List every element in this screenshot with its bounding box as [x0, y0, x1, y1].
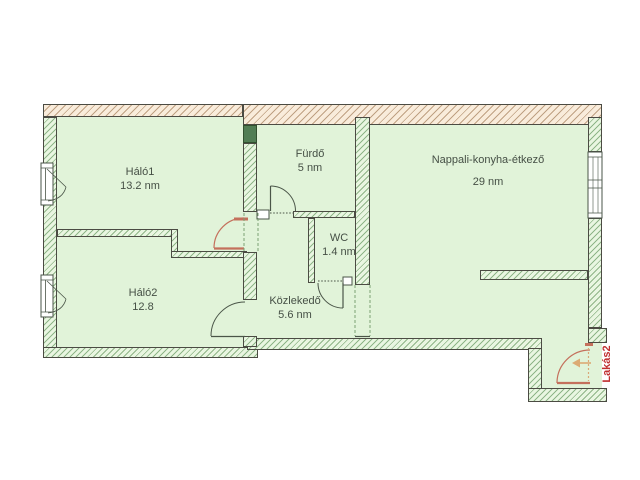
room-label-wc: WC 1.4 nm — [322, 231, 356, 259]
room-name: Háló2 — [128, 287, 158, 299]
wall-east-upper — [588, 117, 602, 152]
wall-nappali-stub — [480, 270, 588, 280]
wall-halo1-halo2-right — [171, 251, 247, 258]
room-label-furdo: Fürdő 5 nm — [296, 147, 325, 175]
wall-furdo-nappali — [355, 117, 370, 285]
room-name: Háló1 — [125, 166, 155, 178]
room-area: 1.4 nm — [322, 246, 356, 258]
wall-west — [43, 117, 57, 358]
exterior-wall-top-right — [243, 104, 602, 125]
room-area: 5 nm — [297, 162, 323, 174]
room-label-kozlekedo: Közlekedő 5.6 nm — [269, 294, 320, 322]
wall-east-above-entrance — [588, 328, 607, 343]
wall-halo2-kozlekedo-lower — [243, 336, 257, 347]
apartment-label: Lakás2 — [601, 345, 613, 383]
wall-east-mid — [588, 218, 602, 328]
room-name: Nappali-konyha-étkező — [431, 154, 545, 166]
wall-halo2-kozlekedo-upper — [243, 252, 257, 300]
room-label-nappali: Nappali-konyha-étkező 29 nm — [432, 153, 545, 189]
room-area: 29 nm — [472, 176, 504, 188]
exterior-wall-top-left — [43, 104, 243, 117]
wall-furdo-south — [293, 211, 355, 218]
room-label-halo1: Háló1 13.2 nm — [120, 165, 160, 193]
wall-halo1-furdo — [243, 143, 257, 212]
new-wall-fill — [243, 125, 257, 143]
room-name: WC — [329, 232, 349, 244]
room-name: Közlekedő — [269, 295, 321, 307]
room-area: 5.6 nm — [278, 309, 312, 321]
room-name: Fürdő — [295, 148, 325, 160]
floor-main — [43, 104, 602, 350]
wall-wc-west — [308, 218, 315, 283]
room-area: 12.8 — [132, 301, 154, 313]
room-area: 13.2 nm — [120, 180, 160, 192]
wall-south-right — [247, 338, 542, 350]
wall-halo1-halo2-left — [57, 229, 178, 237]
room-label-halo2: Háló2 12.8 — [129, 286, 158, 314]
wall-south-left — [43, 347, 258, 358]
wall-vestibule-south — [528, 388, 607, 402]
